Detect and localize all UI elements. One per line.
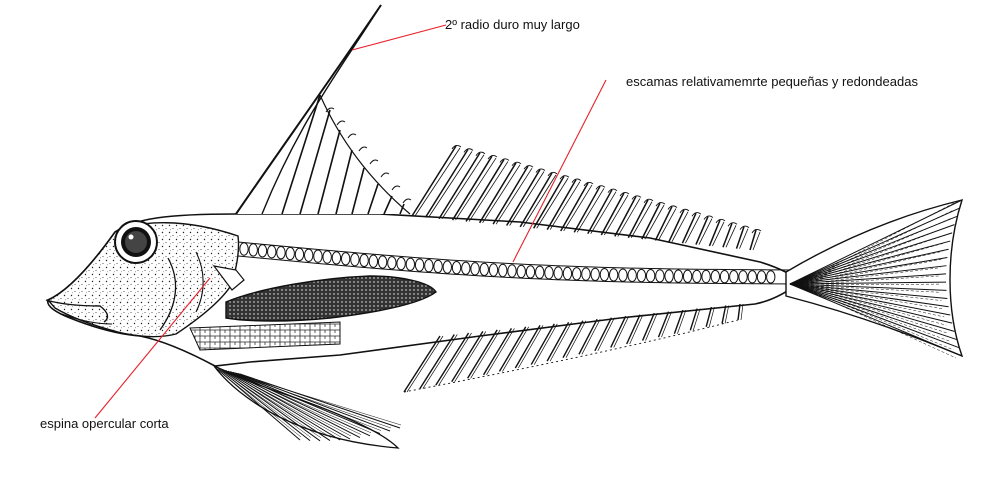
lateral-line-scales	[237, 241, 801, 285]
annotation-opercular-spine: espina opercular corta	[40, 416, 169, 431]
second-dorsal-fin	[411, 144, 762, 251]
anal-fin	[403, 303, 744, 393]
leader-line-scales	[512, 79, 607, 263]
leader-line-dorsal	[351, 24, 447, 51]
pelvic-fin	[213, 365, 402, 449]
leader-line-opercular	[94, 277, 211, 419]
annotation-dorsal-spine: 2º radio duro muy largo	[445, 17, 580, 32]
annotation-scales: escamas relativamemrte pequeñas y redond…	[626, 74, 918, 89]
caudal-fin	[785, 199, 964, 359]
eye	[114, 220, 158, 264]
pectoral-fin	[225, 275, 437, 322]
first-dorsal-fin	[235, 4, 412, 215]
